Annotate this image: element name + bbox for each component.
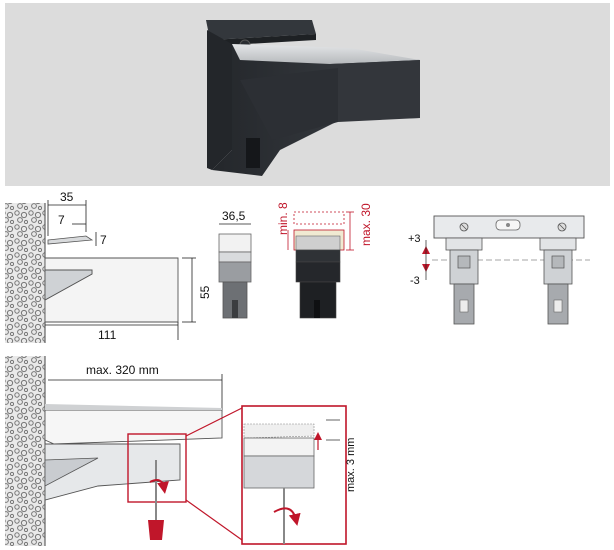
dim-min-thickness: min. 8 [276,202,290,235]
dim-slot-depth: 7 [58,213,65,227]
level-view: +3 -3 [408,215,590,325]
level-minus: -3 [410,275,420,287]
dim-max-adjust: max. 3 mm [345,438,357,492]
side-view: 35 7 7 55 111 [5,190,212,343]
front-view-light [218,233,252,319]
dim-height: 55 [198,285,212,299]
install-view: max. 320 mm max. 3 mm [5,356,357,546]
dim-max-depth: max. 320 mm [86,363,159,377]
bracket-installed [44,443,181,501]
shelf-edge [243,423,315,439]
front-view-dark [293,211,345,319]
dim-max-thickness: max. 30 [359,203,373,246]
clamp-plate [206,20,316,40]
shelf-board [44,409,223,445]
level-plus: +3 [408,233,421,245]
front-views: 36,5 min. 8 max. 30 [218,202,373,319]
dim-width-front: 36,5 [222,209,246,223]
wall-stone [5,356,45,546]
dim-length: 111 [98,328,117,342]
bracket-photo [206,20,420,176]
rotate-arrow-icon [149,479,169,494]
wall-stone [5,203,45,343]
dim-width-top: 35 [60,190,74,204]
dim-slot-height: 7 [100,233,107,247]
arrow-up-icon [314,432,322,440]
shelf-plate [232,44,420,64]
screwdriver-handle [148,520,164,540]
level-bracket-left [445,237,483,325]
product-photo-panel [5,3,610,186]
rotate-arrow-icon [273,507,301,526]
level-bracket-right [539,237,577,325]
